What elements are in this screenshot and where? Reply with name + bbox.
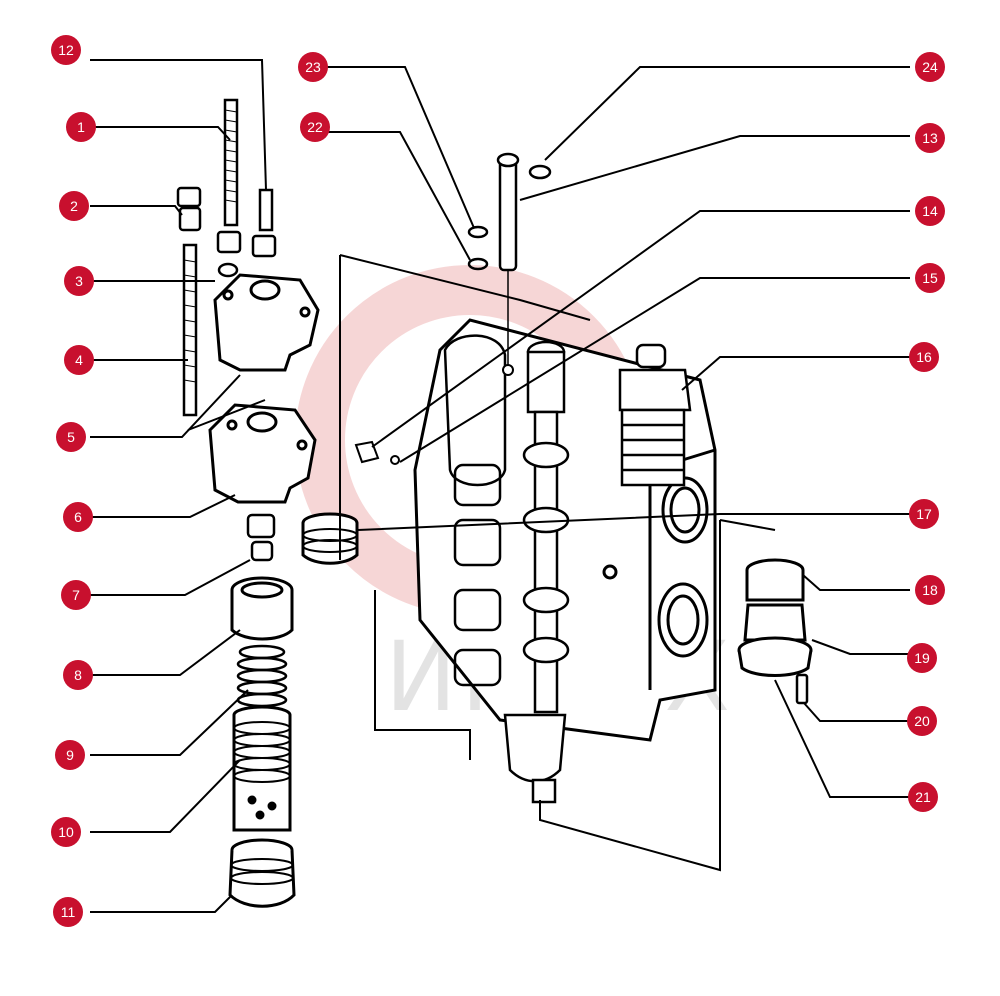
callout-label-14: 14 xyxy=(922,203,938,219)
nut-7 xyxy=(246,513,276,562)
callout-label-1: 1 xyxy=(77,119,85,135)
callout-6: 6 xyxy=(63,502,93,532)
leader-lines xyxy=(90,59,910,913)
callout-20: 20 xyxy=(907,706,937,736)
plug-11 xyxy=(228,838,296,908)
callout-18: 18 xyxy=(915,575,945,605)
callout-label-4: 4 xyxy=(75,352,83,368)
stud-1 xyxy=(223,98,239,227)
callout-label-18: 18 xyxy=(922,582,938,598)
callout-label-23: 23 xyxy=(305,59,321,75)
valve-body-ports xyxy=(602,476,709,658)
callout-label-6: 6 xyxy=(74,509,82,525)
callout-label-21: 21 xyxy=(915,789,931,805)
callout-label-19: 19 xyxy=(914,650,930,666)
relief-valve-cartridge xyxy=(618,343,692,487)
callout-8: 8 xyxy=(63,660,93,690)
callout-label-17: 17 xyxy=(916,506,932,522)
callout-label-12: 12 xyxy=(58,42,74,58)
callout-label-20: 20 xyxy=(914,713,930,729)
spring-9 xyxy=(236,644,288,708)
sleeve-10 xyxy=(232,705,292,832)
callout-24: 24 xyxy=(915,52,945,82)
seal-17 xyxy=(301,512,359,565)
callout-label-5: 5 xyxy=(67,429,75,445)
stud-12 xyxy=(258,188,274,232)
stud-4 xyxy=(182,243,198,417)
callout-16: 16 xyxy=(909,342,939,372)
callout-label-7: 7 xyxy=(72,587,80,603)
callout-22: 22 xyxy=(300,112,330,142)
callout-label-8: 8 xyxy=(74,667,82,683)
cap-5 xyxy=(213,273,320,372)
callout-3: 3 xyxy=(64,266,94,296)
right-cartridge xyxy=(737,558,813,677)
bushing-8 xyxy=(230,576,294,641)
callout-13: 13 xyxy=(915,123,945,153)
callout-label-2: 2 xyxy=(70,198,78,214)
screw-20 xyxy=(795,673,809,705)
callout-2: 2 xyxy=(59,191,89,221)
callout-5: 5 xyxy=(56,422,86,452)
callout-label-3: 3 xyxy=(75,273,83,289)
callout-label-11: 11 xyxy=(61,904,76,920)
callout-19: 19 xyxy=(907,643,937,673)
callout-7: 7 xyxy=(61,580,91,610)
spool-seal-dot xyxy=(502,364,514,376)
callout-label-16: 16 xyxy=(916,349,932,365)
callout-14: 14 xyxy=(915,196,945,226)
cap-6 xyxy=(208,403,317,504)
o-rings xyxy=(467,164,552,271)
callout-label-13: 13 xyxy=(922,130,938,146)
callout-23: 23 xyxy=(298,52,328,82)
callout-17: 17 xyxy=(909,499,939,529)
callout-10: 10 xyxy=(51,817,81,847)
valve-body-left-lands xyxy=(443,334,507,687)
nuts xyxy=(176,186,277,278)
callout-1: 1 xyxy=(66,112,96,142)
callout-label-9: 9 xyxy=(66,747,74,763)
callout-label-10: 10 xyxy=(58,824,74,840)
callout-15: 15 xyxy=(915,263,945,293)
callout-11: 11 xyxy=(53,897,83,927)
callout-9: 9 xyxy=(55,740,85,770)
callout-4: 4 xyxy=(64,345,94,375)
callout-21: 21 xyxy=(908,782,938,812)
callout-12: 12 xyxy=(51,35,81,65)
callout-label-15: 15 xyxy=(922,270,938,286)
assembly-lines xyxy=(187,254,776,872)
callouts: 12 1 2 3 4 5 6 7 8 9 10 11 23 22 24 13 1… xyxy=(51,35,945,927)
small-fitting xyxy=(354,440,400,465)
callout-label-24: 24 xyxy=(922,59,938,75)
spool-assembly xyxy=(496,152,570,804)
callout-label-22: 22 xyxy=(307,119,323,135)
